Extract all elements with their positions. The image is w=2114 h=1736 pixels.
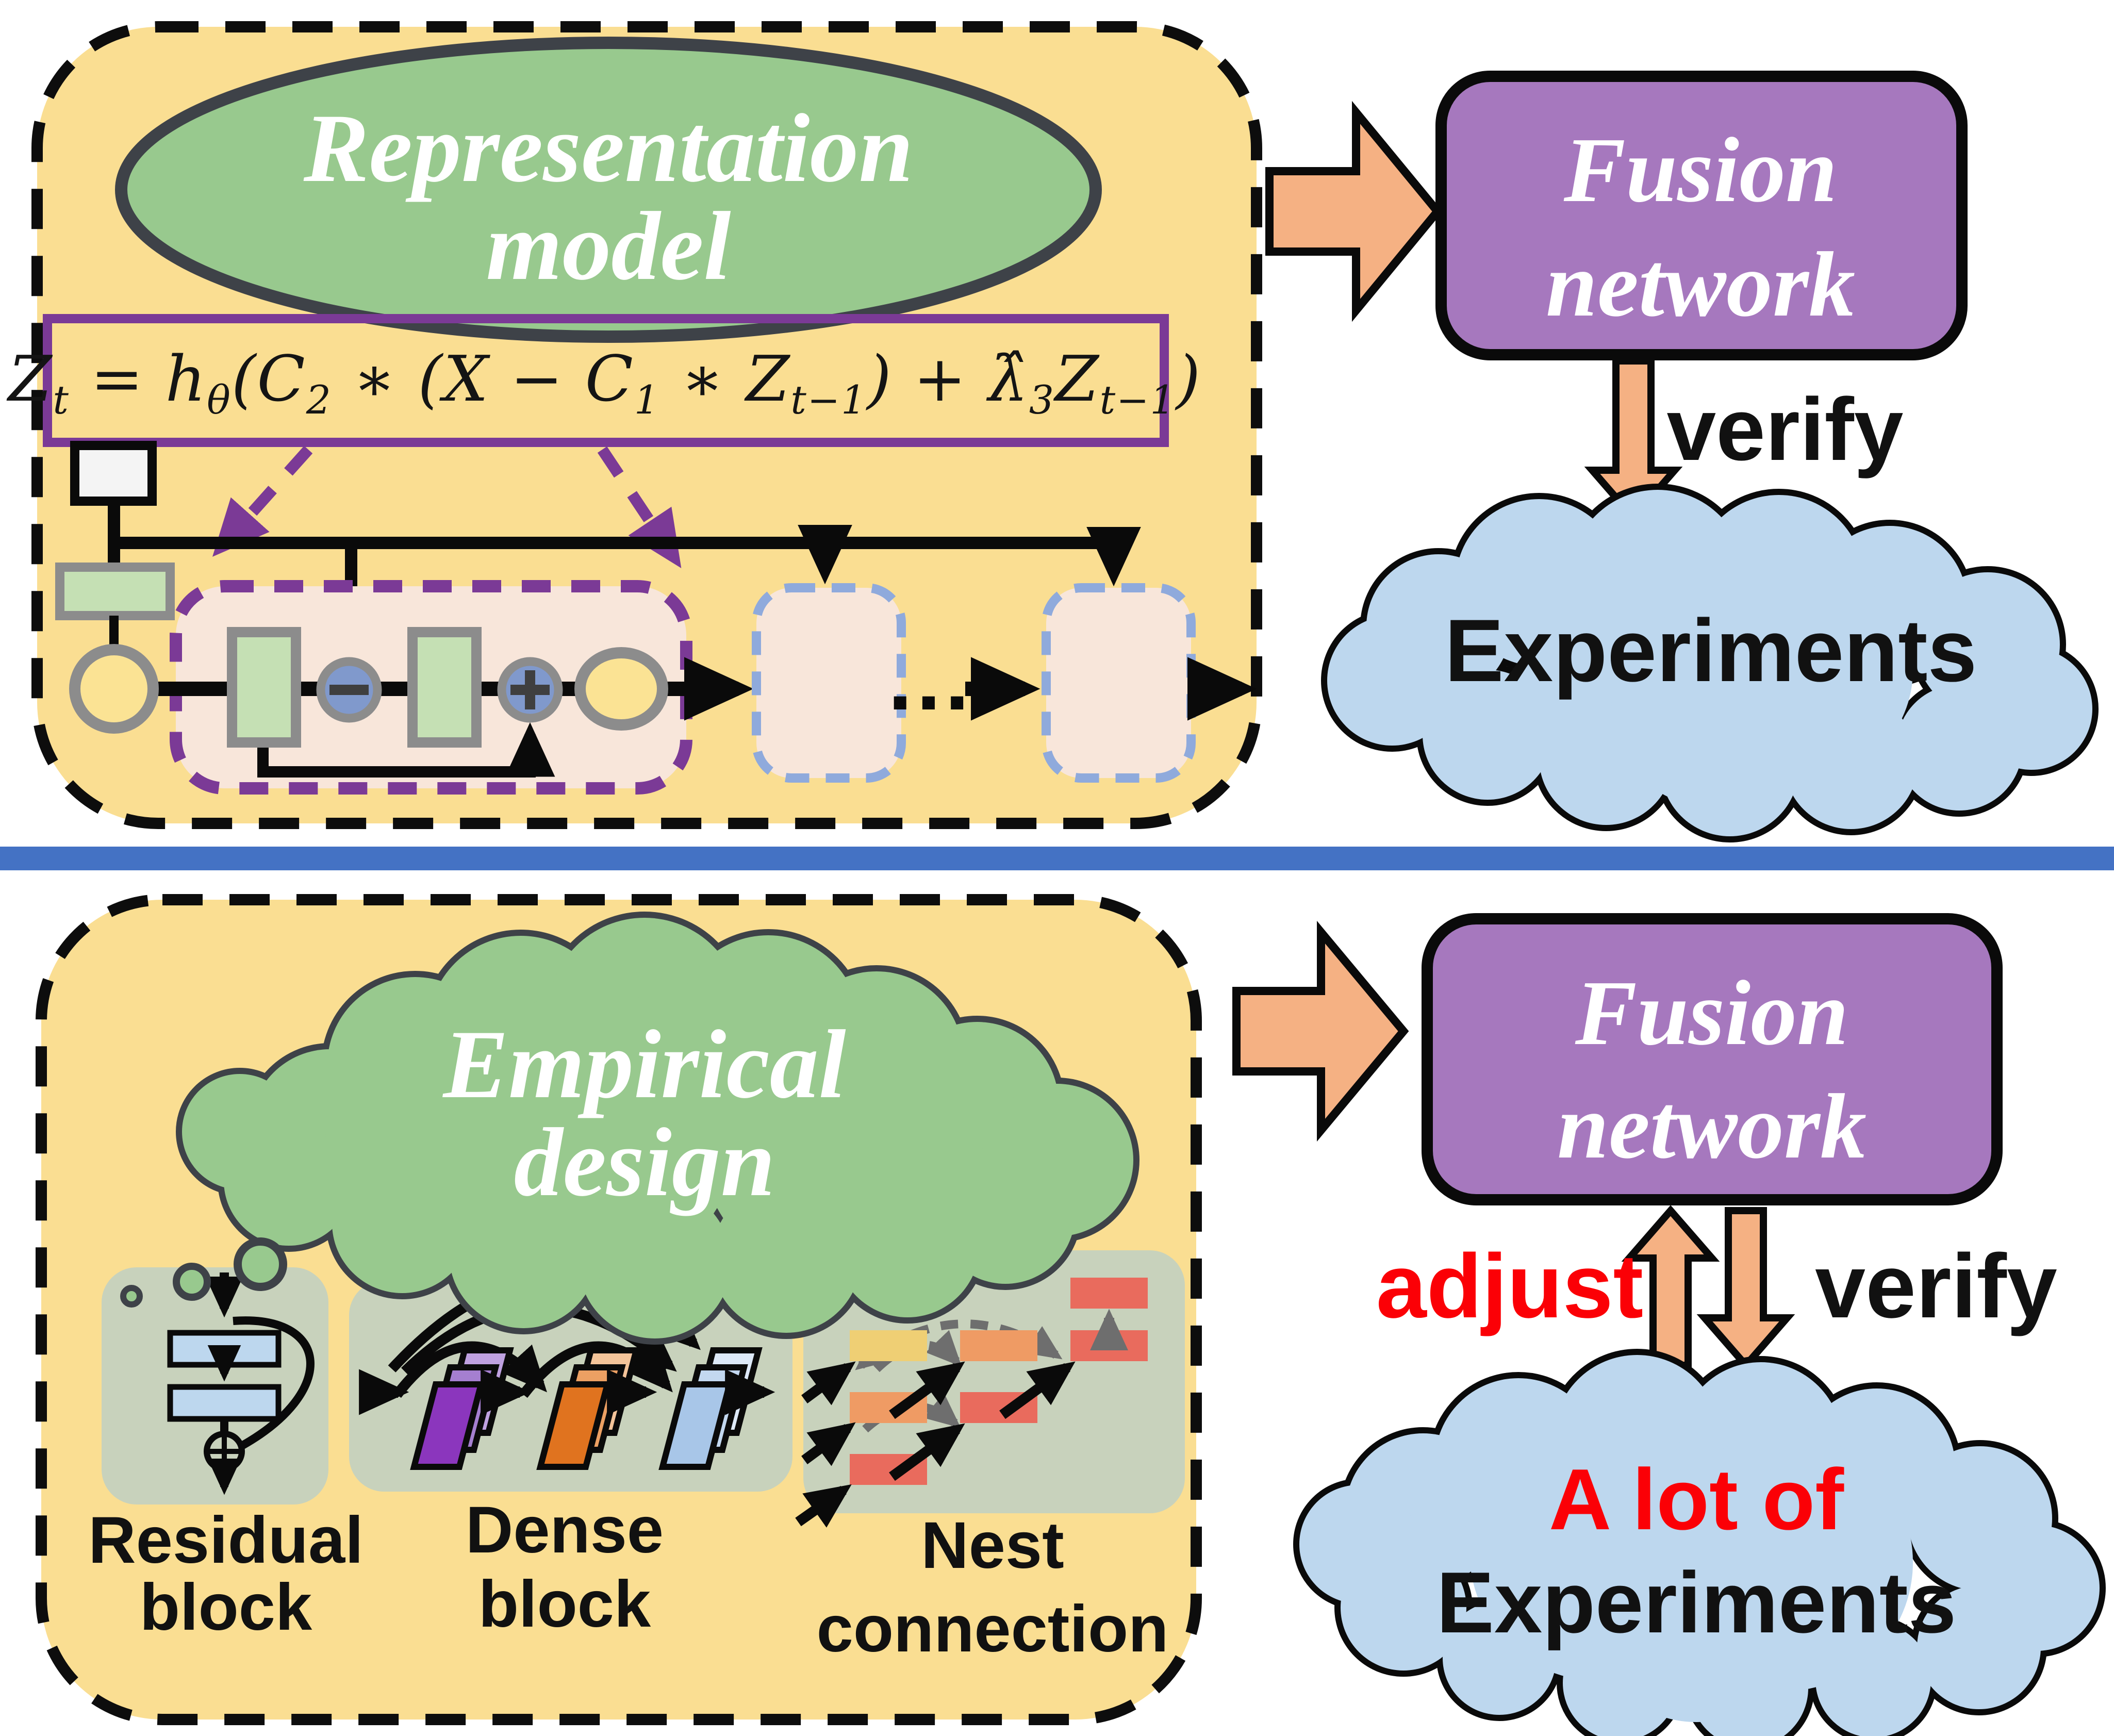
experiments-cloud-top [1321,484,2099,842]
residual-block-label-line1: Residual [88,1503,364,1577]
unrolled-cell-2 [1042,583,1196,783]
fusion-network-bottom-line1: Fusion [1575,962,1849,1064]
fusion-network-box-top [1435,71,1968,360]
dense-block-label-line1: Dense [465,1493,664,1567]
empirical-design-line1: Empirical [443,1011,846,1119]
a-lot-of-label: A lot of [1548,1451,1844,1548]
section-divider [0,847,2114,870]
input-square-node [70,441,157,506]
nest-connection-label-line1: Nest [921,1509,1064,1582]
empirical-design-line2: design [514,1109,775,1217]
nest-connection-icon [795,1278,1148,1528]
fusion-network-top-line2: network [1545,233,1856,336]
fusion-network-box-bottom [1422,913,2003,1205]
unroll-ellipsis: ... [888,631,973,729]
unrolled-cell-1 [752,583,906,783]
residual-block-icon [167,1272,315,1495]
representation-model-ellipse [115,37,1102,343]
minus-glyph [329,685,369,695]
experiments-cloud-bottom [1293,1349,2106,1736]
formula-pointer-arrow-left [212,445,313,557]
cell-green-rect-1 [227,627,301,748]
dense-block-icon [359,1272,775,1470]
nest-connection-label-line2: connection [816,1592,1169,1666]
plus-glyph-v [525,670,535,709]
representation-formula: Zt = hθ(C2 ∗ (X − C1 ∗ Zt−1) + λ̂3Zt−1) [8,342,1202,423]
experiments-label-bottom: Experiments [1436,1554,1957,1651]
adjust-label: adjust [1376,1236,1644,1337]
embed-green-rect [55,563,175,620]
state-circle-out [574,647,668,731]
cell-green-rect-2 [407,627,482,748]
state-circle-in [69,644,159,734]
representation-model-title-line1: Representation [303,94,914,203]
empirical-design-cloud [120,912,1139,1345]
experiments-label-top: Experiments [1444,601,1977,700]
verify-label-bottom: verify [1815,1236,2057,1337]
thought-bubble-1 [234,1237,287,1291]
thought-bubble-2 [173,1263,211,1301]
top-panel [31,21,2099,842]
dense-block-label-line2: block [478,1567,651,1641]
verify-label-top: verify [1666,380,1904,479]
bottom-panel [36,894,2106,1736]
residual-block-label-line2: block [139,1570,312,1644]
formula-box [43,314,1169,447]
representation-model-title-line2: model [486,192,731,301]
fusion-network-top-line1: Fusion [1563,119,1838,221]
panel-to-fusion-arrow-bottom [1232,920,1409,1142]
fusion-network-bottom-line2: network [1557,1075,1867,1178]
thought-bubble-3 [120,1285,143,1308]
verify-arrow-down [1696,1207,1795,1371]
panel-to-fusion-arrow [1265,101,1443,322]
